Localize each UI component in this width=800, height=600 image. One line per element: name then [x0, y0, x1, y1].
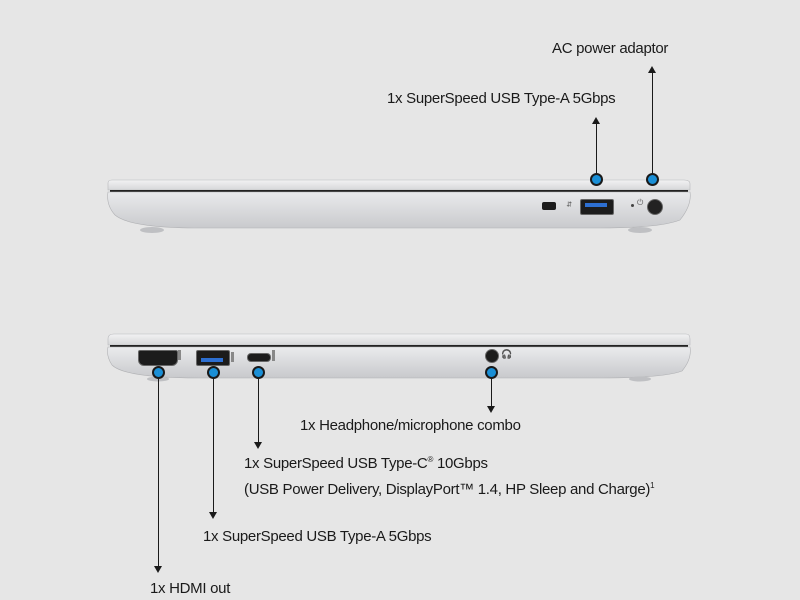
usb-c-arrow-head — [254, 442, 262, 449]
laptop-right-side-view — [107, 179, 691, 233]
hdmi-callout-line — [157, 378, 159, 566]
usb-c-details-label: (USB Power Delivery, DisplayPort™ 1.4, H… — [244, 481, 655, 498]
usb-c-symbol-icon — [272, 350, 275, 361]
usb-c-footnote-mark: 1 — [650, 481, 655, 490]
power-led-icon — [631, 204, 634, 207]
headphone-label: 1x Headphone/microphone combo — [300, 417, 521, 434]
usb-c-speed-text: 10Gbps — [433, 455, 488, 472]
usb-c-details-text: (USB Power Delivery, DisplayPort™ 1.4, H… — [244, 481, 651, 498]
hdmi-label: 1x HDMI out — [150, 580, 231, 597]
ac-power-callout-line — [651, 72, 653, 176]
headphone-symbol-icon: 🎧 — [501, 349, 513, 359]
usb-a-right-arrow-head — [592, 117, 600, 124]
usb-a-right-callout-dot — [590, 173, 603, 186]
ac-power-arrow-head — [648, 66, 656, 73]
usb-c-port — [247, 353, 271, 362]
usb-a-right-callout-line — [595, 123, 597, 175]
usb-c-reg-mark: ® — [427, 455, 434, 464]
ac-power-adaptor-label: AC power adaptor — [552, 40, 669, 57]
usb-a-right-label: 1x SuperSpeed USB Type-A 5Gbps — [387, 90, 616, 107]
usb-a-left-label: 1x SuperSpeed USB Type-A 5Gbps — [203, 528, 432, 545]
usb-a-symbol-icon: ⇆ — [564, 201, 572, 207]
hdmi-port — [138, 350, 178, 366]
usb-c-label: 1x SuperSpeed USB Type-C® 10Gbps — [244, 455, 488, 472]
usb-a-port-left — [196, 350, 230, 366]
dc-power-jack — [647, 199, 663, 215]
hdmi-symbol-icon — [178, 350, 181, 360]
headphone-callout-line — [490, 378, 492, 406]
headphone-jack — [485, 349, 499, 363]
power-symbol-icon: ⏻ — [637, 198, 644, 207]
usb-a-left-callout-line — [212, 378, 214, 512]
laptop-left-side-view — [107, 333, 691, 382]
usb-c-callout-line — [257, 378, 259, 442]
headphone-arrow-head — [487, 406, 495, 413]
usb-a-left-arrow-head — [209, 512, 217, 519]
usb-a-symbol-icon-left — [231, 352, 234, 362]
hdmi-arrow-head — [154, 566, 162, 573]
security-lock-slot-icon — [542, 202, 556, 210]
usb-c-label-text: 1x SuperSpeed USB Type-C — [244, 455, 428, 472]
usb-a-port-right — [580, 199, 614, 215]
ac-power-callout-dot — [646, 173, 659, 186]
